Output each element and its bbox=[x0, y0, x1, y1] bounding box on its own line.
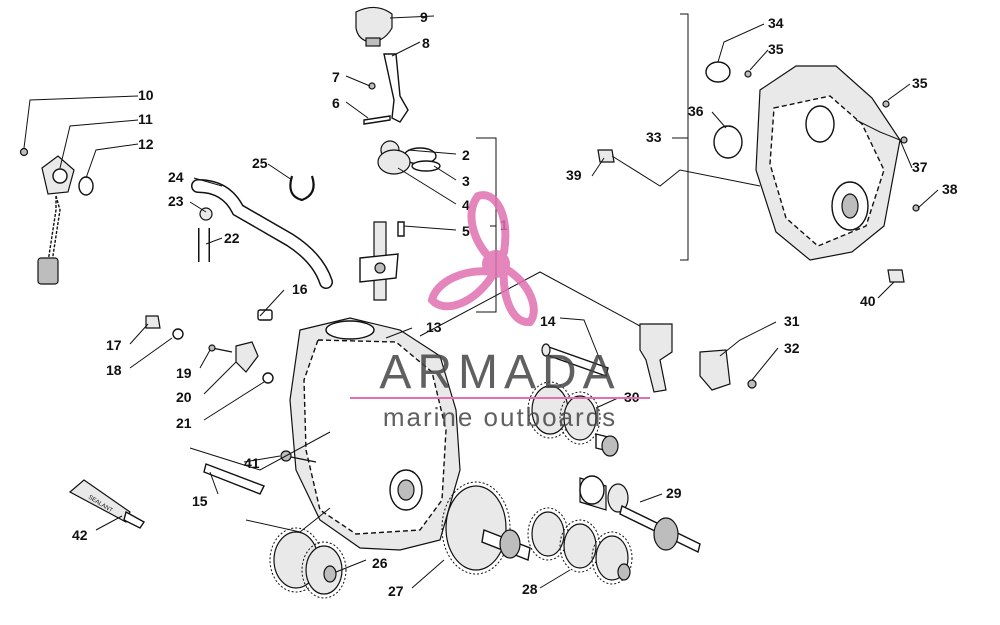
callout-10: 10 bbox=[138, 87, 154, 103]
callout-39: 39 bbox=[566, 167, 582, 183]
callout-40: 40 bbox=[860, 293, 876, 309]
breather-hose-assembly bbox=[191, 175, 333, 289]
callout-41: 41 bbox=[244, 455, 260, 471]
callout-17: 17 bbox=[106, 337, 122, 353]
callout-38: 38 bbox=[942, 181, 958, 197]
callout-32: 32 bbox=[784, 340, 800, 356]
callout-8: 8 bbox=[422, 35, 430, 51]
propeller-logo bbox=[427, 191, 538, 326]
gear-27 bbox=[441, 481, 531, 575]
callout-35-right: 35 bbox=[912, 75, 928, 91]
callout-33: 33 bbox=[646, 129, 662, 145]
callout-5: 5 bbox=[462, 223, 470, 239]
callout-3: 3 bbox=[462, 173, 470, 189]
sealant-tube: SEALANT bbox=[68, 479, 146, 529]
callout-27: 27 bbox=[388, 583, 404, 599]
callout-35-top: 35 bbox=[768, 41, 784, 57]
callout-6: 6 bbox=[332, 95, 340, 111]
watermark: ARMADA marine outboards bbox=[350, 191, 650, 432]
callout-16: 16 bbox=[292, 281, 308, 297]
callout-29: 29 bbox=[666, 485, 682, 501]
transmission-cover-right bbox=[597, 61, 920, 283]
output-shaft-29 bbox=[579, 475, 701, 554]
callout-13: 13 bbox=[426, 319, 442, 335]
callout-26: 26 bbox=[372, 555, 388, 571]
transmission-case-left bbox=[257, 309, 461, 551]
watermark-tagline: marine outboards bbox=[383, 402, 617, 432]
leader-lines bbox=[23, 13, 939, 589]
gear-set-26 bbox=[269, 527, 347, 599]
callout-19: 19 bbox=[176, 365, 192, 381]
callout-28: 28 bbox=[522, 581, 538, 597]
callout-31: 31 bbox=[784, 313, 800, 329]
callout-2: 2 bbox=[462, 147, 470, 163]
callout-42: 42 bbox=[72, 527, 88, 543]
callout-14: 14 bbox=[540, 313, 556, 329]
fasteners-left bbox=[145, 315, 317, 495]
callout-25: 25 bbox=[252, 155, 268, 171]
callout-9: 9 bbox=[420, 9, 428, 25]
callout-4: 4 bbox=[462, 197, 470, 213]
callout-34: 34 bbox=[768, 15, 784, 31]
watermark-brand: ARMADA bbox=[379, 346, 620, 399]
callout-18: 18 bbox=[106, 362, 122, 378]
speed-sensor-assembly bbox=[19, 147, 94, 285]
shift-drum-and-forks bbox=[541, 323, 757, 393]
callout-36: 36 bbox=[688, 103, 704, 119]
callout-11: 11 bbox=[138, 111, 153, 127]
callout-21: 21 bbox=[176, 415, 192, 431]
callout-12: 12 bbox=[138, 136, 154, 152]
callout-37: 37 bbox=[912, 159, 928, 175]
gear-set-28 bbox=[527, 507, 633, 585]
callout-15: 15 bbox=[192, 493, 208, 509]
callout-23: 23 bbox=[168, 193, 184, 209]
callout-20: 20 bbox=[176, 389, 192, 405]
callout-7: 7 bbox=[332, 69, 340, 85]
shift-lever-assembly bbox=[355, 6, 441, 301]
callout-24: 24 bbox=[168, 169, 184, 185]
callout-22: 22 bbox=[224, 230, 240, 246]
